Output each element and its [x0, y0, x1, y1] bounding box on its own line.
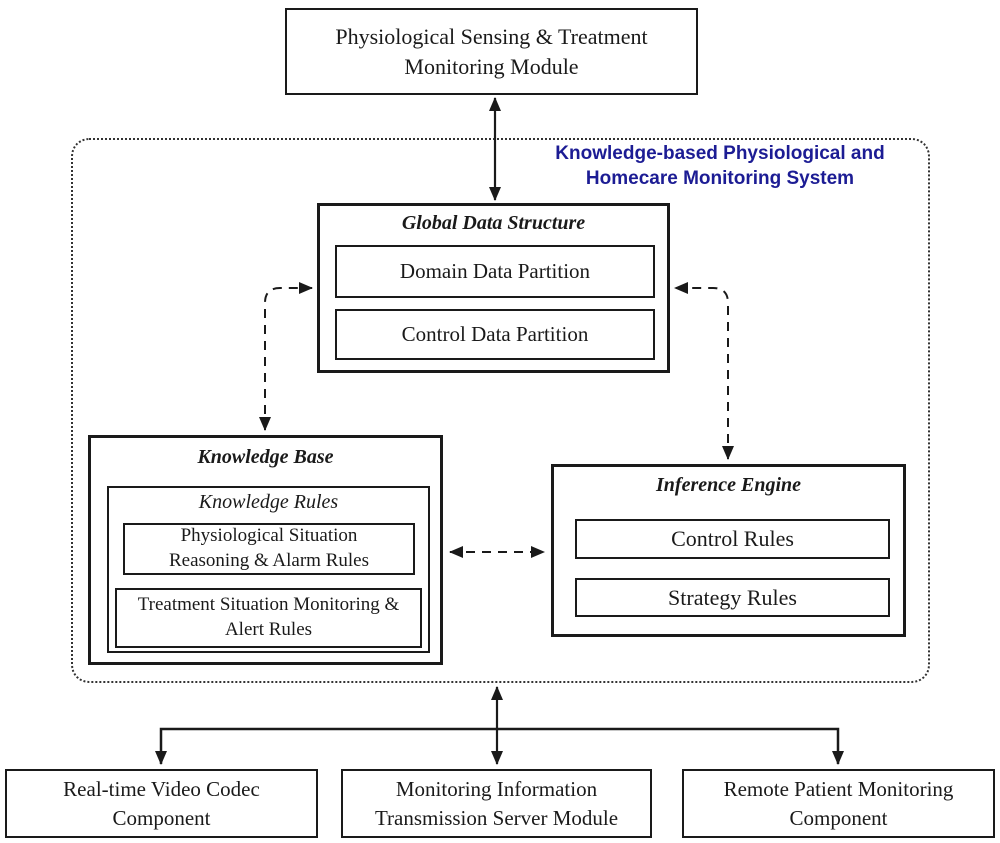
knowledge-rules-box: Knowledge Rules Physiological Situation …	[107, 486, 430, 653]
physiological-sensing-module-label: Physiological Sensing & Treatment Monito…	[335, 24, 648, 79]
control-rules-label: Control Rules	[671, 526, 794, 551]
transmission-server-module-box: Monitoring Information Transmission Serv…	[341, 769, 652, 838]
system-title: Knowledge-based Physiological and Homeca…	[524, 141, 916, 191]
control-rules-box: Control Rules	[575, 519, 890, 559]
physiological-rules-label: Physiological Situation Reasoning & Alar…	[168, 525, 369, 571]
physiological-sensing-module-box: Physiological Sensing & Treatment Monito…	[285, 8, 698, 95]
system-title-line2: Homecare Monitoring System	[585, 168, 855, 189]
inference-engine-box: Inference Engine Control Rules Strategy …	[551, 464, 906, 637]
control-data-partition-box: Control Data Partition	[335, 309, 655, 360]
remote-monitoring-component-label: Remote Patient Monitoring Component	[723, 777, 954, 830]
video-codec-component-label: Real-time Video Codec Component	[63, 777, 260, 830]
strategy-rules-box: Strategy Rules	[575, 578, 890, 617]
inference-engine-title: Inference Engine	[656, 474, 801, 496]
global-data-structure-title: Global Data Structure	[401, 212, 586, 234]
system-title-line1: Knowledge-based Physiological and	[555, 143, 885, 164]
physiological-rules-box: Physiological Situation Reasoning & Alar…	[123, 523, 415, 575]
knowledge-base-title: Knowledge Base	[197, 446, 334, 468]
video-codec-component-box: Real-time Video Codec Component	[5, 769, 318, 838]
domain-data-partition-box: Domain Data Partition	[335, 245, 655, 298]
domain-data-partition-label: Domain Data Partition	[399, 259, 591, 283]
bottom-distribution-line	[155, 727, 844, 765]
knowledge-base-box: Knowledge Base Knowledge Rules Physiolog…	[88, 435, 443, 665]
global-data-structure-box: Global Data Structure Domain Data Partit…	[317, 203, 670, 373]
remote-monitoring-component-box: Remote Patient Monitoring Component	[682, 769, 995, 838]
control-data-partition-label: Control Data Partition	[401, 322, 589, 346]
strategy-rules-label: Strategy Rules	[668, 584, 797, 610]
treatment-rules-box: Treatment Situation Monitoring & Alert R…	[115, 588, 422, 648]
transmission-server-module-label: Monitoring Information Transmission Serv…	[374, 777, 619, 830]
knowledge-rules-title: Knowledge Rules	[198, 491, 339, 513]
treatment-rules-label: Treatment Situation Monitoring & Alert R…	[137, 594, 400, 640]
